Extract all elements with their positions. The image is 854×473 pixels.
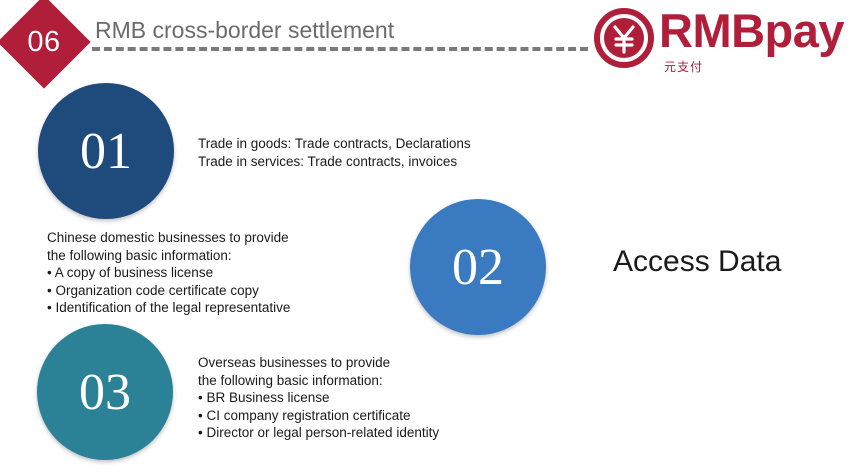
step-01-circle: 01: [38, 83, 174, 219]
step-01-line: Trade in goods: Trade contracts, Declara…: [198, 136, 471, 151]
section-title: RMB cross-border settlement: [95, 17, 395, 43]
section-number: 06: [27, 25, 61, 58]
logo-wordmark: RMBpay: [659, 4, 845, 57]
step-03-line: the following basic information:: [198, 372, 383, 388]
step-03-number: 03: [79, 363, 131, 421]
rmbpay-logo: RMBpay 元支付: [593, 4, 848, 74]
title-divider: [92, 47, 588, 51]
step-02-bullet: • Identification of the legal representa…: [47, 300, 291, 315]
step-03-bullet: • Director or legal person-related ident…: [198, 425, 440, 440]
yuan-seal-icon: [594, 8, 654, 68]
step-01-text: Trade in goods: Trade contracts, Declara…: [198, 135, 471, 170]
step-01-number: 01: [80, 122, 132, 180]
step-03-circle: 03: [37, 324, 173, 460]
step-02-bullet: • Organization code certificate copy: [47, 282, 259, 298]
step-02-text: Chinese domestic businesses to provide t…: [47, 229, 290, 317]
step-03-text: Overseas businesses to provide the follo…: [198, 354, 439, 442]
step-03-bullet: • CI company registration certificate: [198, 407, 411, 423]
step-02-line: the following basic information:: [47, 247, 232, 263]
step-01-line: Trade in services: Trade contracts, invo…: [198, 153, 458, 169]
logo-chinese-subtitle: 元支付: [664, 60, 704, 74]
step-03-bullet: • BR Business license: [198, 390, 330, 405]
step-03-line: Overseas businesses to provide: [198, 355, 391, 370]
step-02-bullet: • A copy of business license: [47, 265, 214, 280]
access-data-title: Access Data: [613, 245, 782, 278]
step-02-number: 02: [452, 238, 504, 296]
step-02-circle: 02: [410, 199, 546, 335]
step-02-line: Chinese domestic businesses to provide: [47, 230, 289, 245]
